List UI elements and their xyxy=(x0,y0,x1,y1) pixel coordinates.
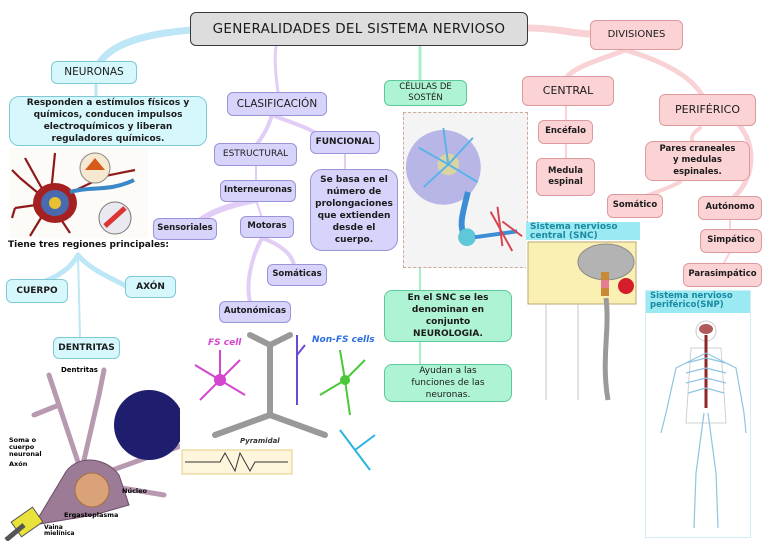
node-motoras-label: Motoras xyxy=(247,221,287,232)
label-fs-cell: FS cell xyxy=(208,338,242,348)
snp-image: Sistema nervioso periférico(SNP) xyxy=(645,290,751,538)
glial-cells-image xyxy=(403,112,528,268)
node-periferico-label: PERIFÉRICO xyxy=(675,102,740,116)
label-nucleo: Núcleo xyxy=(122,487,148,495)
node-simpatico[interactable]: Simpático xyxy=(700,229,762,253)
node-autonomo-label: Autónomo xyxy=(705,202,755,213)
neuron-parts-image: Dentritas Soma o cuerpo neuronal Axón Nú… xyxy=(4,365,188,541)
neuron-types-image: FS cell Non-FS cells Pyramidal xyxy=(180,325,380,477)
node-cuerpo[interactable]: CUERPO xyxy=(6,279,68,303)
sosten-note-function-text: Ayudan a las funciones de las neuronas. xyxy=(411,365,485,401)
label-axon: Axón xyxy=(9,460,28,468)
node-sosten-note-snc: En el SNC se les denominan en conjunto N… xyxy=(384,290,512,342)
node-axon[interactable]: AXÓN xyxy=(125,276,176,298)
neuronas-description-text: Responden a estímulos físicos y químicos… xyxy=(26,97,190,145)
node-neuronas-description: Responden a estímulos físicos y químicos… xyxy=(9,96,207,146)
snp-heading: Sistema nervioso periférico(SNP) xyxy=(650,291,733,310)
node-axon-label: AXÓN xyxy=(136,281,165,292)
connector-title-clasificacion xyxy=(273,44,280,94)
node-sensoriales-label: Sensoriales xyxy=(157,223,213,234)
label-pyramidal: Pyramidal xyxy=(240,437,280,445)
node-divisiones[interactable]: DIVISIONES xyxy=(590,20,683,50)
connector-clasificacion-estructural xyxy=(254,113,274,147)
node-neuronas[interactable]: NEURONAS xyxy=(51,61,137,84)
node-central-label: CENTRAL xyxy=(542,83,594,97)
node-funcional-description: Se basa en el número de prolongaciones q… xyxy=(310,169,398,251)
label-non-fs-cells: Non-FS cells xyxy=(312,335,375,345)
map-title-text: GENERALIDADES DEL SISTEMA NERVIOSO xyxy=(212,20,506,37)
label-ergastoplasma: Ergastoplasma xyxy=(64,511,119,519)
connector-divisiones-central xyxy=(563,47,628,81)
connector-simpatico-parasimpatico xyxy=(723,251,731,264)
node-motoras[interactable]: Motoras xyxy=(240,216,294,238)
node-interneuronas[interactable]: Interneuronas xyxy=(220,180,296,202)
node-encefalo[interactable]: Encéfalo xyxy=(538,120,593,144)
node-autonomicas[interactable]: Autonómicas xyxy=(219,301,291,323)
node-dentritas-label: DENTRITAS xyxy=(58,342,115,353)
node-somatico[interactable]: Somático xyxy=(607,194,663,218)
node-periferico[interactable]: PERIFÉRICO xyxy=(659,94,756,126)
node-neuronas-label: NEURONAS xyxy=(64,66,124,79)
node-encefalo-label: Encéfalo xyxy=(545,126,586,137)
map-title: GENERALIDADES DEL SISTEMA NERVIOSO xyxy=(190,12,528,46)
node-divisiones-label: DIVISIONES xyxy=(607,29,666,41)
sosten-note-snc-text: En el SNC se les denominan en conjunto N… xyxy=(407,292,489,340)
label-vaina: Vaina mielínica xyxy=(44,524,75,538)
node-interneuronas-label: Interneuronas xyxy=(224,185,292,196)
periferico-description-text: Pares craneales y medulas espinales. xyxy=(659,143,736,177)
node-clasificacion-label: CLASIFICACIÓN xyxy=(236,97,318,110)
connector-divisiones-periferico xyxy=(622,47,705,98)
label-soma: Soma o cuerpo neuronal xyxy=(9,436,42,458)
node-cuerpo-label: CUERPO xyxy=(16,285,58,296)
node-simpatico-label: Simpático xyxy=(707,235,755,246)
node-estructural[interactable]: ESTRUCTURAL xyxy=(214,143,297,166)
node-autonomicas-label: Autonómicas xyxy=(223,306,287,317)
connector-title-neuronas xyxy=(96,26,196,66)
snc-image: Sistema nervioso central (SNC) xyxy=(526,222,640,410)
node-funcional-label: FUNCIONAL xyxy=(315,137,375,148)
node-parasimpatico-label: Parasimpático xyxy=(688,269,757,280)
node-somatico-label: Somático xyxy=(612,200,658,211)
node-celulas-sosten-label: CÉLULAS DE SOSTÉN xyxy=(399,81,452,103)
node-medula-espinal-label: Medula espinal xyxy=(547,165,583,187)
node-somaticas-label: Somáticas xyxy=(272,269,322,280)
node-sensoriales[interactable]: Sensoriales xyxy=(153,218,217,240)
connector-title-divisiones xyxy=(524,24,594,38)
node-autonomo[interactable]: Autónomo xyxy=(698,196,762,220)
connector-motoras-autonomicas xyxy=(246,236,264,304)
connector-regions-axon xyxy=(75,252,131,290)
node-funcional[interactable]: FUNCIONAL xyxy=(310,131,380,154)
node-dentritas[interactable]: DENTRITAS xyxy=(53,337,120,359)
node-medula-espinal[interactable]: Medula espinal xyxy=(536,158,595,196)
regions-intro: Tiene tres regiones principales: xyxy=(8,240,170,250)
node-celulas-sosten[interactable]: CÉLULAS DE SOSTÉN xyxy=(384,80,467,106)
neuron-cell-image xyxy=(10,148,148,238)
node-periferico-description: Pares craneales y medulas espinales. xyxy=(645,141,750,181)
node-sosten-note-function: Ayudan a las funciones de las neuronas. xyxy=(384,364,512,402)
snc-heading: Sistema nervioso central (SNC) xyxy=(530,222,618,242)
connector-regions-dentritas xyxy=(77,254,81,339)
node-central[interactable]: CENTRAL xyxy=(522,76,614,106)
node-somaticas[interactable]: Somáticas xyxy=(267,264,327,286)
node-clasificacion[interactable]: CLASIFICACIÓN xyxy=(227,92,327,116)
label-dentritas: Dentritas xyxy=(61,366,98,374)
connector-motoras-somaticas xyxy=(260,236,296,267)
funcional-description-text: Se basa en el número de prolongaciones q… xyxy=(315,174,393,246)
node-estructural-label: ESTRUCTURAL xyxy=(222,149,289,160)
node-parasimpatico[interactable]: Parasimpático xyxy=(683,263,762,287)
